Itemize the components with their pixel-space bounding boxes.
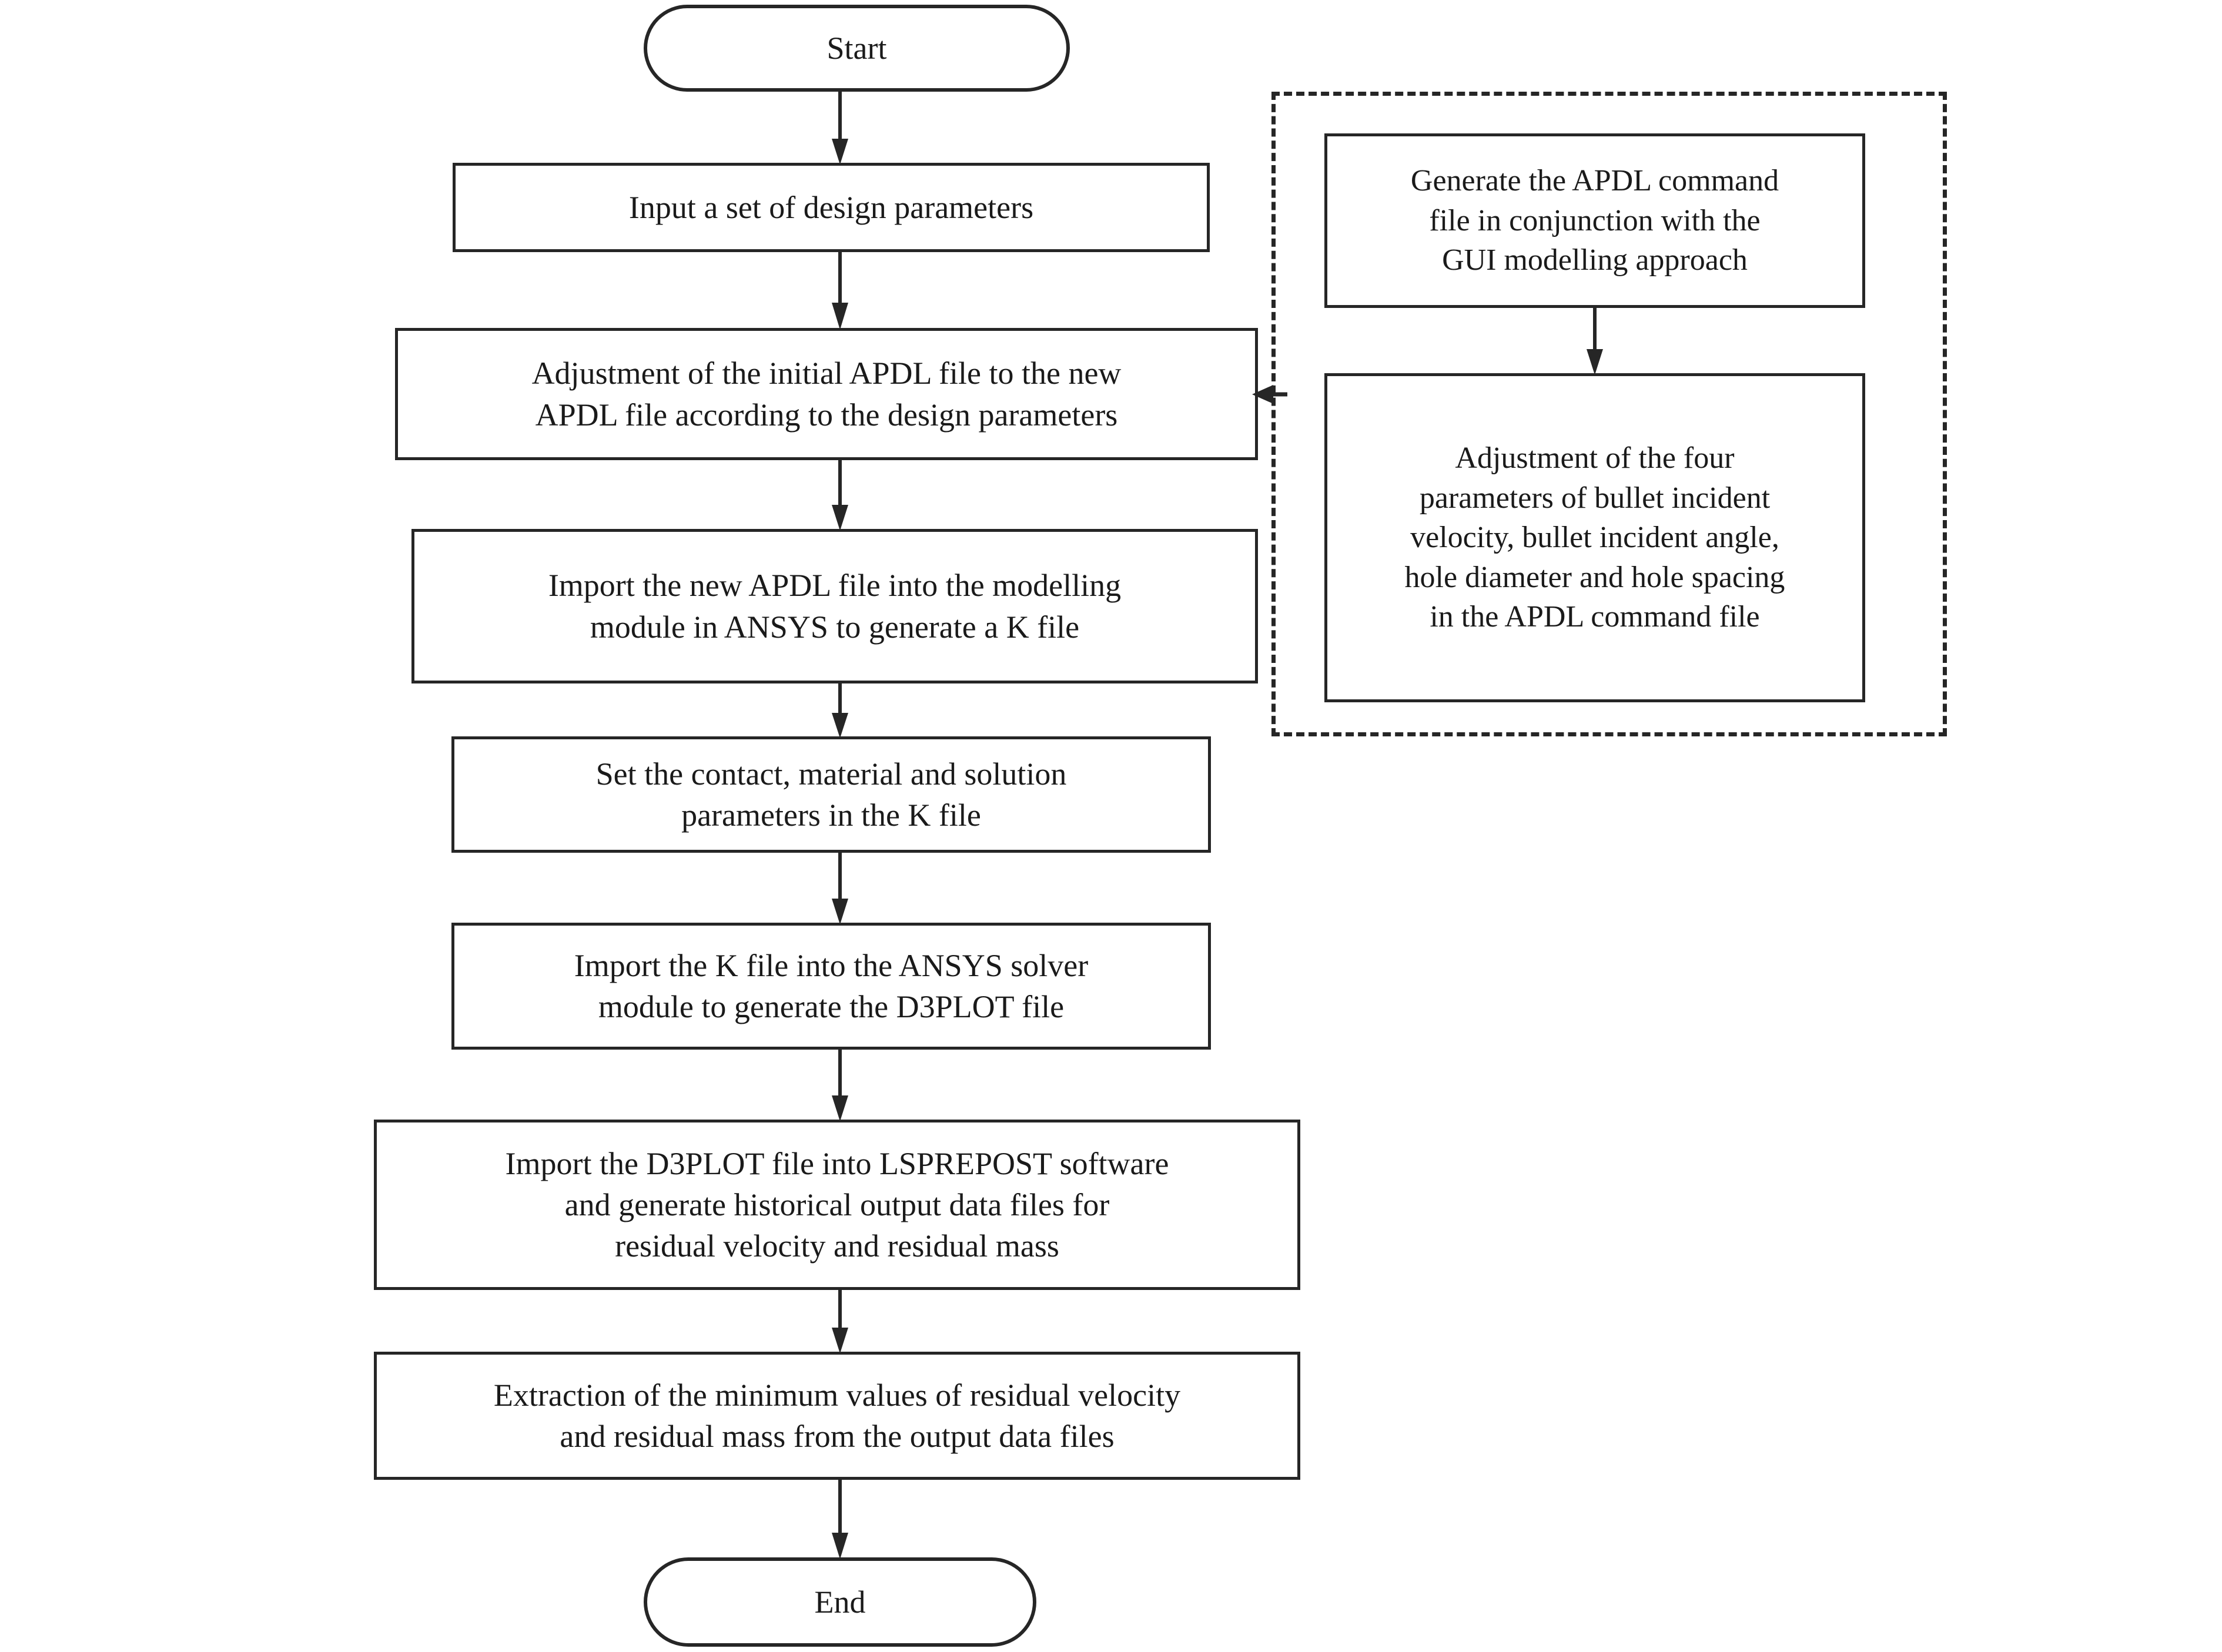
dashed-subprocess-group <box>1271 92 1947 736</box>
node-import-k-file-label: Import the K file into the ANSYS solver … <box>574 947 1089 1024</box>
node-adjust-four-parameters[interactable]: Adjustment of the four parameters of bul… <box>1324 373 1865 702</box>
connector-input-to-adjust <box>826 252 854 330</box>
node-adjust-apdl-file[interactable]: Adjustment of the initial APDL file to t… <box>395 328 1258 460</box>
node-set-contact-material-solution[interactable]: Set the contact, material and solution p… <box>451 736 1211 853</box>
node-start-label: Start <box>826 30 887 66</box>
node-import-apdl-file-label: Import the new APDL file into the modell… <box>548 568 1122 645</box>
node-import-d3plot-file-label: Import the D3PLOT file into LSPREPOST so… <box>505 1145 1169 1264</box>
node-adjust-apdl-file-label: Adjustment of the initial APDL file to t… <box>531 356 1122 433</box>
connector-adjust-to-import-apdl <box>826 460 854 531</box>
connector-import-k-to-d3plot <box>826 1050 854 1122</box>
connector-import-apdl-to-set <box>826 683 854 739</box>
node-extract-minimum-values[interactable]: Extraction of the minimum values of resi… <box>374 1352 1300 1480</box>
connector-set-to-import-k <box>826 853 854 925</box>
node-import-apdl-file[interactable]: Import the new APDL file into the modell… <box>411 529 1258 683</box>
node-import-d3plot-file[interactable]: Import the D3PLOT file into LSPREPOST so… <box>374 1120 1300 1290</box>
node-end-label: End <box>814 1584 866 1620</box>
node-input-design-parameters-label: Input a set of design parameters <box>628 189 1034 225</box>
node-adjust-four-parameters-label: Adjustment of the four parameters of bul… <box>1404 441 1785 634</box>
connector-start-to-input <box>826 92 854 165</box>
node-end[interactable]: End <box>644 1557 1036 1647</box>
node-start[interactable]: Start <box>644 5 1070 92</box>
connector-d3plot-to-extract <box>826 1290 854 1354</box>
node-generate-apdl-command-file-label: Generate the APDL command file in conjun… <box>1410 164 1779 277</box>
node-input-design-parameters[interactable]: Input a set of design parameters <box>453 163 1210 252</box>
node-extract-minimum-values-label: Extraction of the minimum values of resi… <box>493 1377 1181 1454</box>
node-set-contact-material-solution-label: Set the contact, material and solution p… <box>595 756 1067 833</box>
node-generate-apdl-command-file[interactable]: Generate the APDL command file in conjun… <box>1324 133 1865 308</box>
node-import-k-file[interactable]: Import the K file into the ANSYS solver … <box>451 923 1211 1050</box>
connector-extract-to-end <box>826 1480 854 1560</box>
